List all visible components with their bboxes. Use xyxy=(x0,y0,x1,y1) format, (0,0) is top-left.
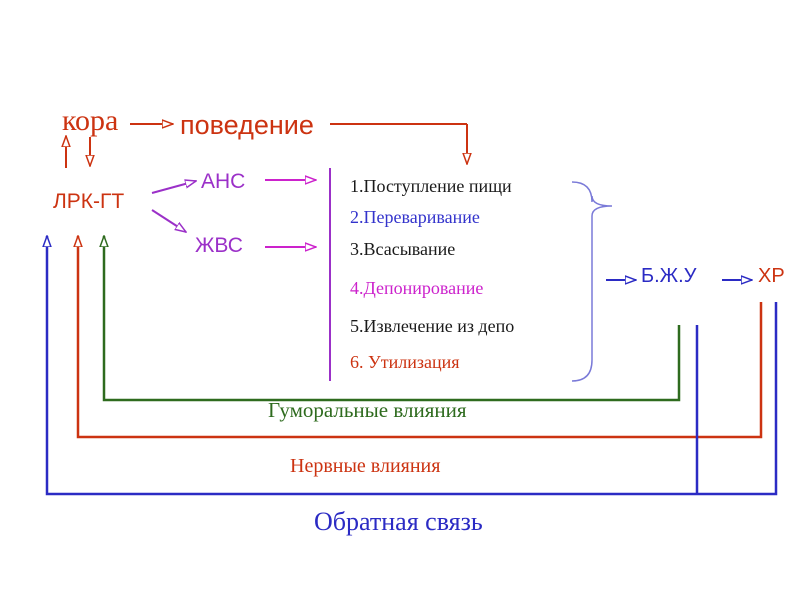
nervous-label: Нервные влияния xyxy=(290,455,441,477)
zhvs-label: ЖВС xyxy=(195,234,243,257)
povedenie-label: поведение xyxy=(180,110,314,140)
steps-brace xyxy=(571,181,613,382)
step-6: 6. Утилизация xyxy=(350,352,460,372)
step-3: 3.Всасывание xyxy=(350,239,456,259)
bzhu-label: Б.Ж.У xyxy=(641,265,697,287)
step-1: 1.Поступление пищи xyxy=(350,176,512,196)
nervous-loop xyxy=(78,236,763,439)
humoral-label: Гуморальные влияния xyxy=(268,398,467,422)
humoral-loop xyxy=(104,236,681,402)
feedback-loop xyxy=(47,236,778,496)
kora-label: кора xyxy=(62,104,119,137)
lrk-gt-label: ЛРК-ГТ xyxy=(53,190,125,213)
feedback-label: Обратная связь xyxy=(314,507,483,536)
xr-label: ХР xyxy=(758,265,785,287)
step-5: 5.Извлечение из депо xyxy=(350,316,515,336)
step-4: 4.Депонирование xyxy=(350,278,484,298)
arrow-lrk-to-ans xyxy=(151,181,196,194)
arrow-lrk-to-zhvs xyxy=(151,209,186,232)
ans-label: АНС xyxy=(201,170,246,193)
step-2: 2.Переваривание xyxy=(350,207,480,227)
